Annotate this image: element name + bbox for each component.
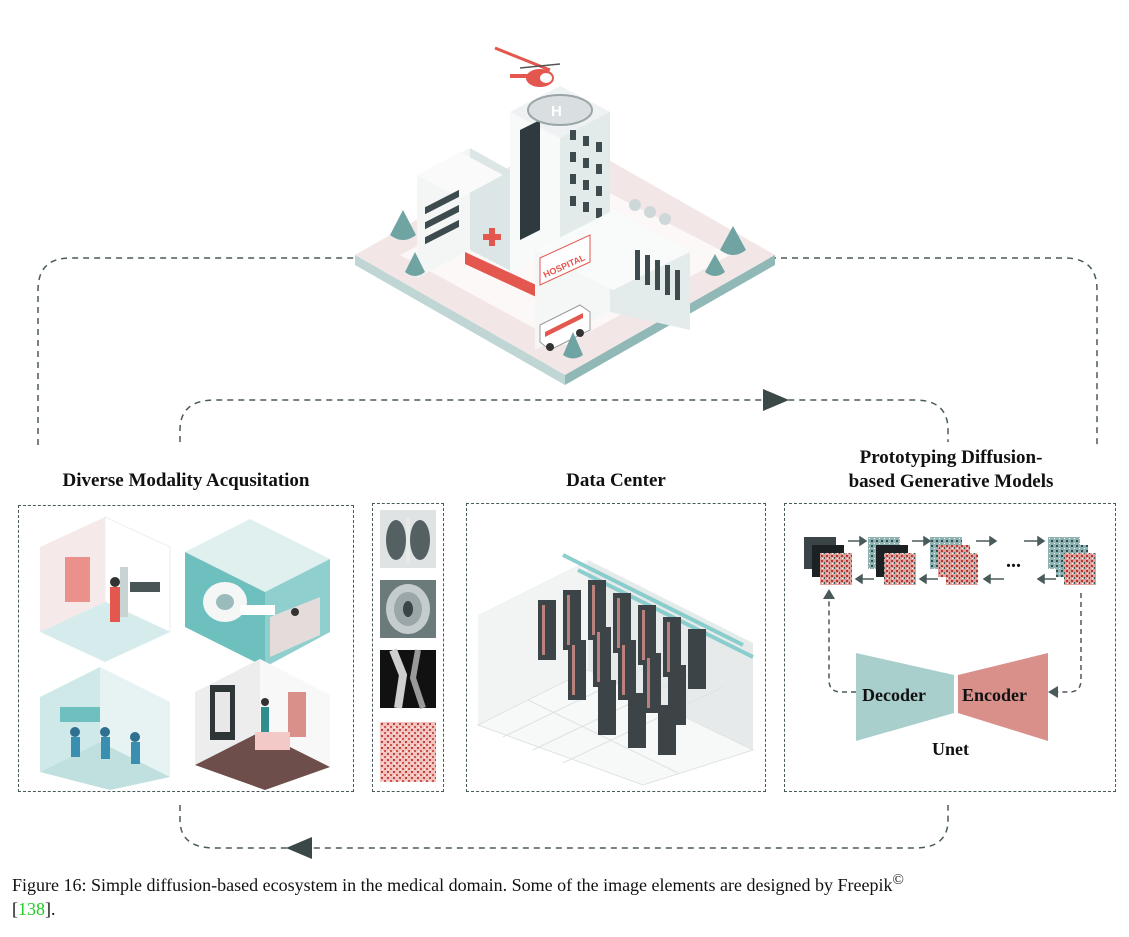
knee-mri-thumbnail	[380, 648, 436, 709]
brain-mri-thumbnail	[380, 580, 436, 638]
image-stack-4	[1048, 537, 1096, 585]
helicopter-icon	[494, 46, 561, 87]
figure-caption: Figure 16: Simple diffusion-based ecosys…	[12, 868, 1117, 921]
outer-loop-right	[770, 257, 1098, 445]
caption-text: Figure 16: Simple diffusion-based ecosys…	[12, 875, 893, 895]
caption-bracket-close: ].	[45, 899, 56, 919]
svg-text:H: H	[551, 103, 562, 120]
image-stack-1	[804, 537, 852, 585]
encoder-label: Encoder	[962, 685, 1027, 705]
lower-arrow-head	[286, 837, 312, 859]
caption-copyright: ©	[892, 872, 904, 888]
encoder-block	[958, 653, 1048, 741]
image-stack-2	[868, 537, 916, 585]
hospital-illustration: H HOSPITAL	[355, 46, 775, 385]
data-center-illustration	[476, 553, 755, 786]
data-center-box	[466, 503, 766, 792]
unet-label: Unet	[932, 739, 969, 759]
ellipsis-label: ...	[1006, 550, 1021, 572]
title-modality: Diverse Modality Acqusitation	[62, 470, 310, 491]
prototyping-box	[784, 503, 1116, 792]
encoder-input-path	[1056, 593, 1082, 693]
title-prototyping-line1: Prototyping Diffusion-	[859, 447, 1043, 468]
mri-room-illustration	[185, 519, 330, 667]
decoder-output-path	[828, 597, 856, 693]
scan-strip	[380, 510, 436, 782]
decoder-block	[856, 653, 954, 741]
lab-room-illustration	[40, 667, 170, 790]
lower-arc	[179, 805, 949, 849]
upper-arc	[179, 399, 949, 442]
histology-thumbnail	[380, 722, 436, 782]
xray-room-illustration	[40, 516, 171, 662]
decoder-label: Decoder	[862, 685, 926, 705]
chest-xray-thumbnail	[380, 510, 436, 568]
modality-illustrations	[40, 516, 330, 790]
image-stack-3	[930, 537, 978, 585]
scan-strip-box	[372, 503, 444, 792]
caption-bracket-open: [	[12, 899, 18, 919]
exam-room-illustration	[195, 659, 330, 790]
modality-box	[18, 505, 354, 792]
diffusion-pipeline: ... Decoder Encoder Unet	[804, 535, 1096, 759]
title-prototyping-line2: based Generative Models	[848, 471, 1054, 492]
server-racks	[538, 580, 706, 755]
upper-arrow-head	[763, 389, 789, 411]
ambulance-icon	[539, 304, 591, 351]
outer-loop-left	[37, 257, 360, 445]
title-data-center: Data Center	[566, 470, 666, 491]
citation-link[interactable]: 138	[18, 899, 45, 919]
